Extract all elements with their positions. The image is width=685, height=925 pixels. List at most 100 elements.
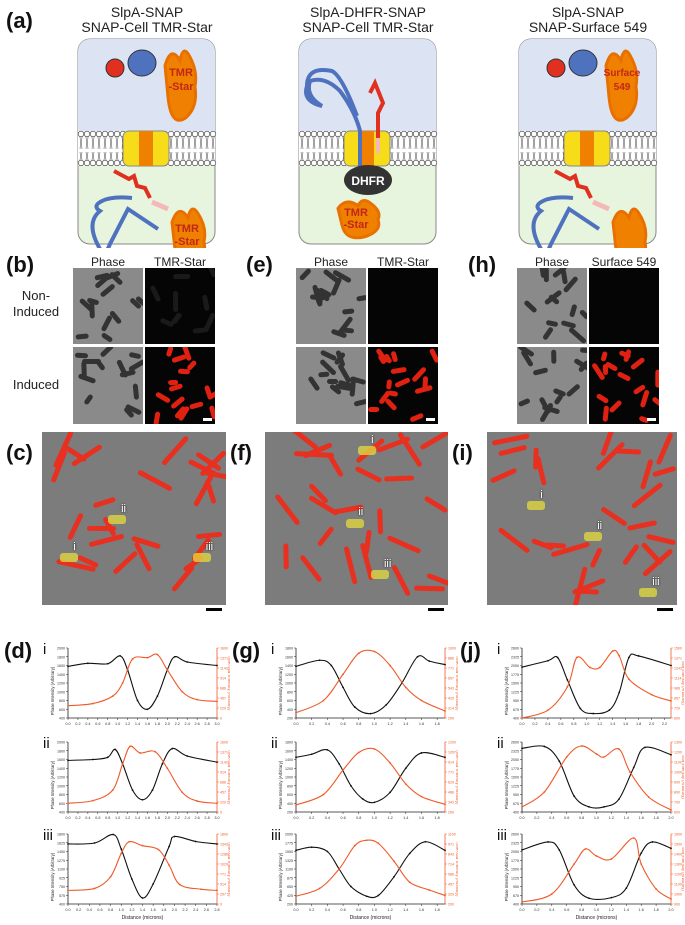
y-tick-label: 400 — [287, 802, 293, 806]
data-point — [146, 656, 149, 659]
y-axis-label: Phase Intensity (Arbitrary) — [278, 760, 283, 809]
y-tick-label: 2050 — [511, 758, 519, 762]
x-tick-label: 1.8 — [155, 722, 160, 726]
line-profile-marker — [108, 515, 127, 525]
x-tick-label: 3.0 — [214, 816, 219, 820]
data-point — [168, 845, 171, 848]
bacterial-cell — [100, 314, 114, 333]
bacterial-cell — [391, 366, 408, 375]
bacterial-cell — [552, 393, 564, 406]
data-point — [650, 693, 653, 696]
x-tick-label: 1.2 — [387, 816, 392, 820]
data-point — [558, 849, 561, 851]
x-tick-label: 0.6 — [95, 722, 100, 726]
bacterial-cell — [608, 399, 623, 414]
x-tick-label: 0.6 — [95, 816, 100, 820]
x-tick-label: 1.4 — [135, 816, 140, 820]
y-tick-label: 575 — [59, 894, 65, 898]
y-axis-label: Phase Intensity (Arbitrary) — [50, 852, 55, 901]
data-point — [151, 789, 154, 792]
x-tick-label: 1.6 — [419, 908, 424, 912]
y2-tick-label: 1300 — [674, 863, 682, 867]
y-tick-label: 1775 — [511, 859, 519, 863]
y-tick-label: 400 — [513, 717, 519, 721]
bacterial-cell — [326, 453, 344, 478]
y2-tick-label: 1200 — [674, 751, 682, 755]
data-point — [444, 756, 446, 759]
x-tick-label: 0.0 — [65, 722, 70, 726]
y-tick-label: 1225 — [511, 784, 519, 788]
data-point — [617, 748, 620, 750]
data-point — [361, 797, 364, 800]
x-tick-label: 1.8 — [435, 722, 440, 726]
data-point — [194, 840, 197, 843]
y-tick-label: 400 — [287, 708, 293, 712]
data-point — [106, 662, 109, 665]
data-point — [156, 653, 159, 656]
data-point — [521, 666, 523, 668]
x-tick-label: 1.8 — [161, 908, 166, 912]
data-point — [595, 855, 598, 857]
y-tick-label: 1775 — [511, 673, 519, 677]
profile-label: iii — [383, 558, 392, 571]
y2-tick-label: 1200 — [674, 873, 682, 877]
line-plot-j-iii: iii4006759501225150017752050232526009001… — [497, 828, 684, 921]
data-point — [428, 889, 431, 891]
snap-tag-dye-internal — [611, 207, 648, 248]
bacterial-cell — [600, 350, 609, 362]
x-tick-label: 0.2 — [534, 816, 539, 820]
data-point — [342, 769, 344, 771]
data-point — [444, 663, 446, 666]
x-tick-label: 0.8 — [105, 722, 110, 726]
data-point — [154, 750, 156, 753]
data-point — [603, 756, 605, 758]
data-point — [357, 751, 360, 754]
x-tick-label: 1.0 — [372, 816, 377, 820]
y2-tick-label: 686 — [220, 687, 226, 691]
y-tick-label: 2325 — [511, 749, 519, 753]
data-point — [318, 887, 321, 890]
x-tick-label: 1.6 — [145, 816, 150, 820]
data-point — [181, 690, 184, 693]
y-tick-label: 2050 — [511, 664, 519, 668]
panel-label-b: (b) — [6, 252, 35, 277]
panel-label-f: (f) — [230, 440, 252, 465]
x-tick-label: 1.8 — [653, 908, 658, 912]
x-tick-label: 1.4 — [140, 908, 145, 912]
x-tick-label: 0.4 — [549, 908, 554, 912]
data-point — [640, 863, 643, 865]
data-point — [326, 850, 329, 853]
bacterial-cell — [112, 549, 139, 575]
y2-tick-label: 1100 — [448, 833, 456, 837]
x-tick-label: 1.6 — [419, 722, 424, 726]
y-tick-label: 1550 — [285, 850, 293, 854]
x-tick-label: 1.2 — [597, 722, 602, 726]
x-tick-label: 2.4 — [185, 816, 190, 820]
bacterial-cell — [67, 512, 84, 541]
data-point — [109, 875, 112, 878]
data-point — [592, 712, 595, 715]
x-tick-label: 0.8 — [579, 908, 584, 912]
data-point — [295, 711, 297, 714]
dye-label: TMR — [175, 223, 199, 235]
x-tick-label: 0.8 — [105, 816, 110, 820]
data-point — [157, 848, 160, 851]
bacterial-cell — [384, 398, 398, 412]
construct-name: SlpA-DHFR-SNAP — [310, 4, 426, 20]
scale-bar — [203, 418, 212, 421]
y-tick-label: 1000 — [285, 682, 293, 686]
bacterial-cell — [497, 527, 532, 555]
y-tick-label: 1100 — [285, 868, 293, 872]
dye-name: SNAP-Surface 549 — [528, 19, 648, 35]
data-point — [627, 678, 630, 681]
data-point — [131, 658, 134, 660]
data-point — [389, 664, 392, 667]
data-point — [420, 795, 423, 798]
data-point — [67, 704, 69, 707]
x-tick-label: 1.8 — [155, 816, 160, 820]
dye-label: -Star — [343, 219, 369, 231]
bacterial-cell — [594, 441, 626, 472]
x-axis-label: Distance (microns) — [576, 915, 618, 921]
